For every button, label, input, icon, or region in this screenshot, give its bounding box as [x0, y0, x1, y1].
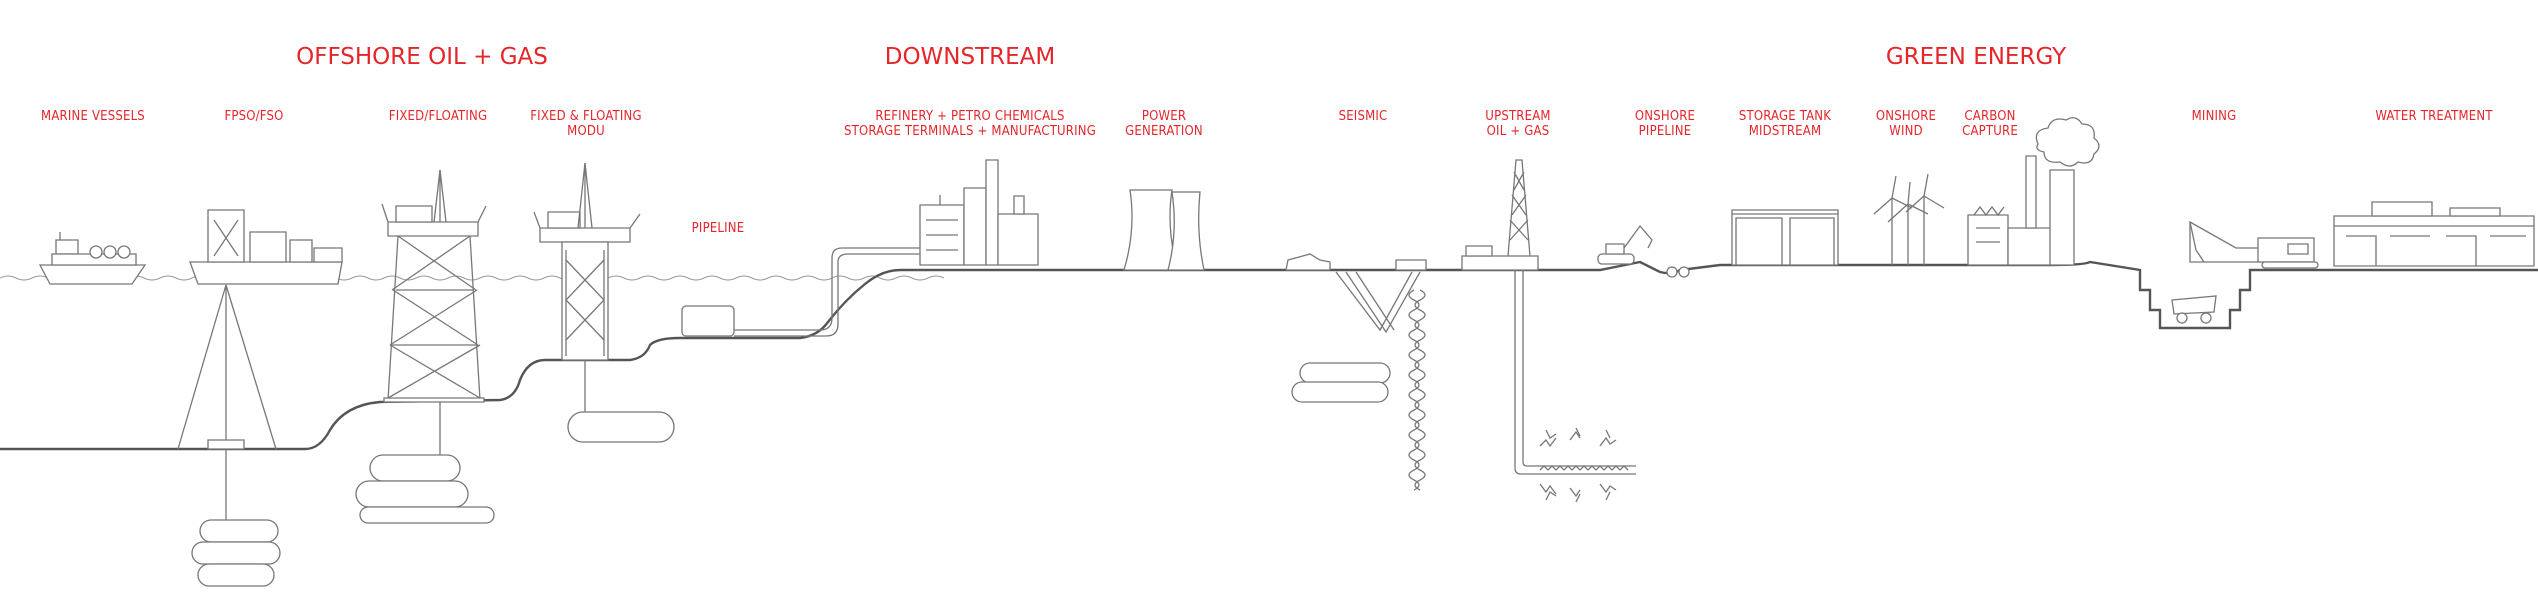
- smoke-cloud-icon: [2036, 118, 2099, 166]
- label-fixed-floating: FIXED/FLOATING: [388, 109, 488, 124]
- storage-tank-icon: [1732, 210, 1838, 265]
- oil-derrick-icon: [1462, 160, 1636, 474]
- label-marine-vessels: MARINE VESSELS: [41, 109, 145, 124]
- label-water-treatment: WATER TREATMENT: [2375, 109, 2493, 124]
- fpso-vessel-icon: [178, 210, 342, 520]
- marine-vessel-icon: [40, 232, 145, 284]
- section-downstream-title: DOWNSTREAM: [884, 44, 1056, 70]
- reservoir-icon: [356, 455, 494, 523]
- label-fpso: FPSO/FSO: [224, 109, 284, 124]
- label-pipeline: PIPELINE: [691, 221, 745, 236]
- pipe-sections-icon: [1667, 267, 1689, 277]
- seismic-survey-icon: [1286, 254, 1426, 490]
- fracture-zone-icon: [1540, 428, 1628, 502]
- label-seismic: SEISMIC: [1338, 109, 1388, 124]
- excavator-icon: [1598, 226, 1652, 264]
- sea-surface: [0, 276, 944, 280]
- refinery-icon: [920, 160, 1038, 265]
- modu-rig-icon: [534, 163, 640, 412]
- reservoir-icon: [192, 520, 280, 586]
- pipeline-icon: [682, 248, 920, 336]
- fixed-platform-icon: [382, 170, 486, 455]
- reservoir-icon: [568, 412, 674, 442]
- power-plant-icon: [1124, 190, 1204, 270]
- water-treatment-plant-icon: [2334, 202, 2534, 266]
- label-mining: MINING: [2191, 109, 2237, 124]
- ground-profile: [0, 262, 2538, 449]
- mining-truck-icon: [2172, 296, 2216, 323]
- section-offshore-title: OFFSHORE OIL + GAS: [296, 44, 548, 70]
- section-green-energy-title: GREEN ENERGY: [1885, 44, 2067, 70]
- wind-turbine-icon: [1874, 174, 1944, 265]
- mining-excavator-icon: [2190, 222, 2318, 268]
- carbon-capture-plant-icon: [1968, 118, 2099, 265]
